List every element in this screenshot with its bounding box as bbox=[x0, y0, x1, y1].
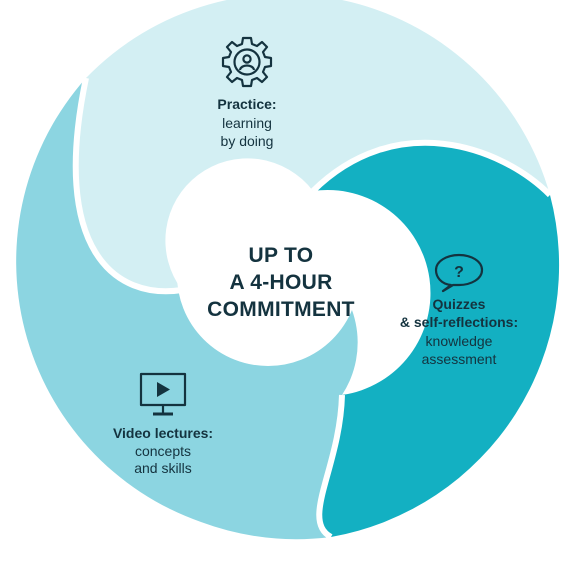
video-monitor-icon bbox=[139, 372, 187, 416]
video-line-1: concepts bbox=[135, 443, 191, 459]
quizzes-title-1: Quizzes bbox=[433, 296, 486, 312]
question-mark-glyph: ? bbox=[454, 264, 464, 281]
quizzes-title-2: & self-reflections: bbox=[400, 314, 518, 330]
practice-title: Practice: bbox=[217, 96, 276, 112]
center-circle bbox=[177, 184, 359, 366]
center-line-1: UP TO bbox=[249, 244, 314, 267]
separator-right bbox=[310, 139, 553, 198]
practice-segment bbox=[75, 0, 550, 292]
center-line-2: A 4-HOUR bbox=[229, 271, 332, 294]
play-icon bbox=[157, 382, 170, 397]
video-line-2: and skills bbox=[134, 460, 192, 476]
quizzes-segment bbox=[313, 142, 560, 537]
practice-line-2: by doing bbox=[221, 133, 274, 149]
separator-left bbox=[72, 77, 183, 295]
quizzes-line-2: assessment bbox=[422, 351, 497, 367]
separator-bottom bbox=[316, 394, 345, 540]
gear-person-icon bbox=[221, 36, 273, 88]
center-line-3: COMMITMENT bbox=[207, 298, 355, 321]
video-title: Video lectures: bbox=[113, 425, 213, 441]
quizzes-line-1: knowledge bbox=[426, 333, 493, 349]
practice-line-1: learning bbox=[222, 115, 272, 131]
question-bubble-icon bbox=[434, 253, 484, 293]
